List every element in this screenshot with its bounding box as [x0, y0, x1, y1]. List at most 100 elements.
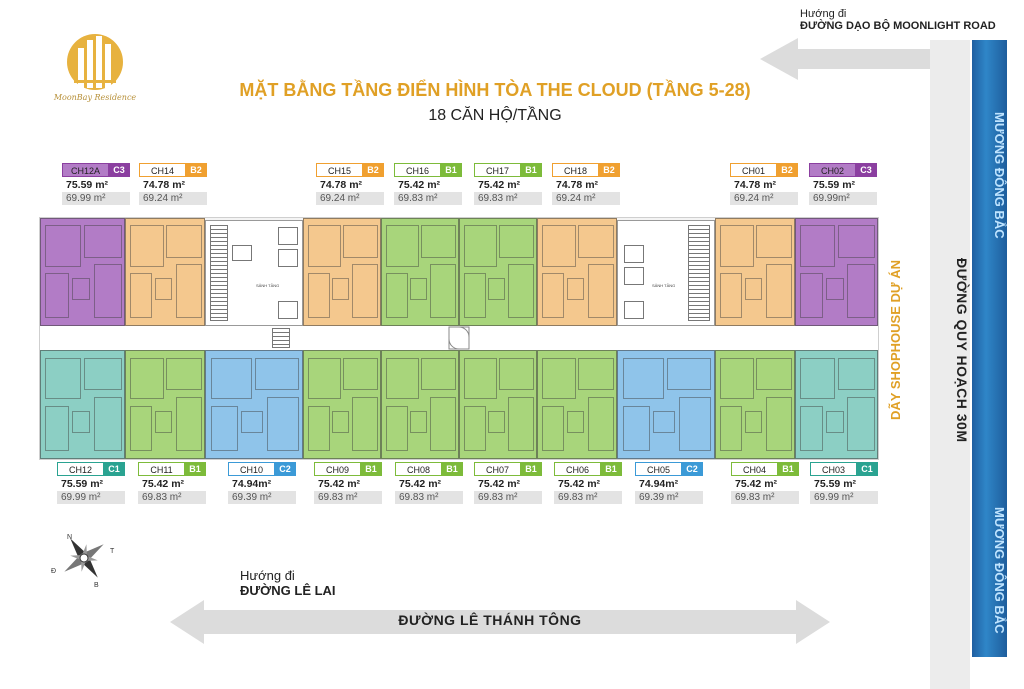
top-direction-road: ĐƯỜNG DẠO BỘ MOONLIGHT ROAD: [800, 20, 996, 32]
compass-south-label: B: [94, 582, 99, 589]
room-partition: [130, 273, 153, 319]
room-partition: [542, 357, 576, 399]
room-partition: [499, 357, 535, 391]
room-partition: [307, 225, 341, 267]
page-subtitle: 18 CĂN HỘ/TẦNG: [428, 107, 562, 124]
unit-area: 74.94m²: [232, 478, 272, 490]
logo-text: MoonBay Residence: [53, 93, 137, 102]
room-partition: [154, 410, 173, 433]
room-partition: [307, 405, 330, 452]
bottom-unit-ch07: [459, 350, 537, 459]
room-partition: [385, 225, 419, 267]
canal: [972, 40, 1007, 657]
top-unit-ch16: [381, 218, 459, 326]
bottom-unit-ch11: [125, 350, 205, 459]
room-partition: [542, 405, 565, 452]
room-partition: [210, 405, 239, 452]
room-partition: [542, 273, 565, 319]
unit-code: CH12: [57, 462, 103, 476]
unit-code: CH08: [395, 462, 441, 476]
room-partition: [385, 405, 408, 452]
room-partition: [756, 357, 792, 391]
shophouse-label: DÃY SHOPHOUSE DỰ ÁN: [888, 259, 903, 421]
room-partition: [566, 410, 585, 433]
bottom-direction-prefix: Hướng đi: [240, 568, 295, 583]
compass-east-label: T: [110, 548, 115, 555]
room-partition: [825, 278, 845, 300]
room-partition: [332, 278, 350, 300]
unit-code: CH04: [731, 462, 777, 476]
unit-type: B2: [598, 163, 620, 177]
room-partition: [307, 273, 330, 319]
room-partition: [130, 357, 164, 399]
left-lift-1: [232, 245, 252, 261]
unit-code: CH15: [316, 163, 362, 177]
room-partition: [499, 225, 535, 258]
unit-type: C2: [274, 462, 296, 476]
bottom-direction: Hướng đi ĐƯỜNG LÊ LAI: [240, 568, 336, 598]
unit-code: CH09: [314, 462, 360, 476]
room-partition: [488, 278, 506, 300]
room-partition: [508, 264, 535, 319]
room-partition: [756, 225, 792, 258]
bottom-unit-ch06: [537, 350, 617, 459]
room-partition: [837, 225, 875, 258]
unit-area-net: 69.83 m²: [474, 491, 542, 504]
room-partition: [83, 357, 122, 391]
room-partition: [825, 410, 845, 433]
room-partition: [430, 264, 457, 319]
room-partition: [720, 405, 743, 452]
left-lift-3: [278, 249, 298, 267]
room-partition: [343, 225, 379, 258]
room-partition: [210, 357, 253, 399]
room-partition: [45, 405, 70, 452]
bottom-unit-ch05: [617, 350, 715, 459]
room-partition: [421, 225, 457, 258]
bottom-road-arrow-icon: [170, 600, 830, 644]
room-partition: [566, 278, 585, 300]
room-partition: [463, 273, 486, 319]
left-core: SẢNH TẦNG: [205, 220, 303, 326]
unit-area-net: 69.24 m²: [316, 192, 384, 205]
central-door-icon: [448, 326, 470, 350]
room-partition: [847, 396, 875, 452]
room-partition: [45, 357, 81, 399]
room-partition: [847, 264, 875, 319]
unit-area: 74.94m²: [639, 478, 679, 490]
room-partition: [93, 396, 122, 452]
room-partition: [385, 273, 408, 319]
unit-code: CH07: [474, 462, 520, 476]
room-partition: [587, 396, 614, 452]
room-partition: [410, 278, 428, 300]
room-partition: [255, 357, 300, 391]
room-partition: [71, 410, 91, 433]
unit-area-net: 69.24 m²: [730, 192, 798, 205]
room-partition: [343, 357, 379, 391]
bottom-unit-ch04: [715, 350, 795, 459]
room-partition: [71, 278, 91, 300]
right-lift-2: [624, 267, 644, 285]
bottom-unit-ch10: [205, 350, 303, 459]
floor-plan: SẢNH TẦNG SẢNH TẦNG: [39, 217, 879, 460]
vertical-road-label: ĐƯỜNG QUY HOẠCH 30M: [954, 257, 970, 443]
room-partition: [266, 396, 300, 452]
top-unit-ch14: [125, 218, 205, 326]
room-partition: [332, 410, 350, 433]
right-lobby-label: SẢNH TẦNG: [652, 283, 676, 288]
room-partition: [45, 273, 70, 319]
